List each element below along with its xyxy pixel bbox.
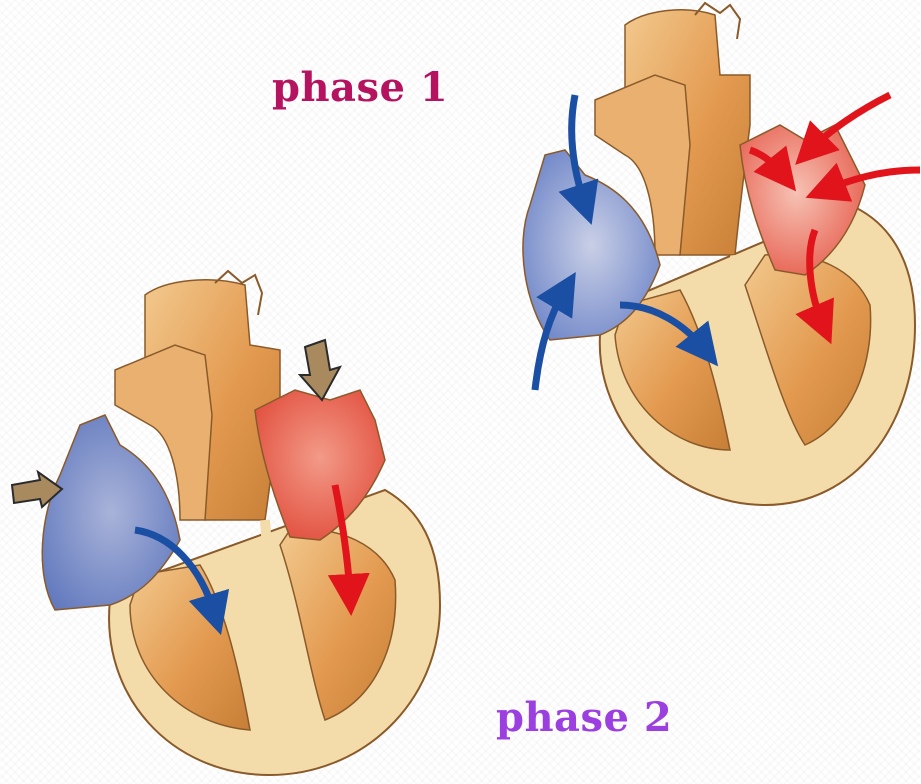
phase-2-label: phase 2 (496, 694, 672, 741)
phase-1-heart-diagram (505, 5, 921, 510)
phase-1-label: phase 1 (272, 64, 448, 111)
block-arrow-icon (300, 340, 340, 400)
curved-arrow-icon (810, 95, 890, 150)
phase-2-heart-diagram (0, 275, 460, 780)
